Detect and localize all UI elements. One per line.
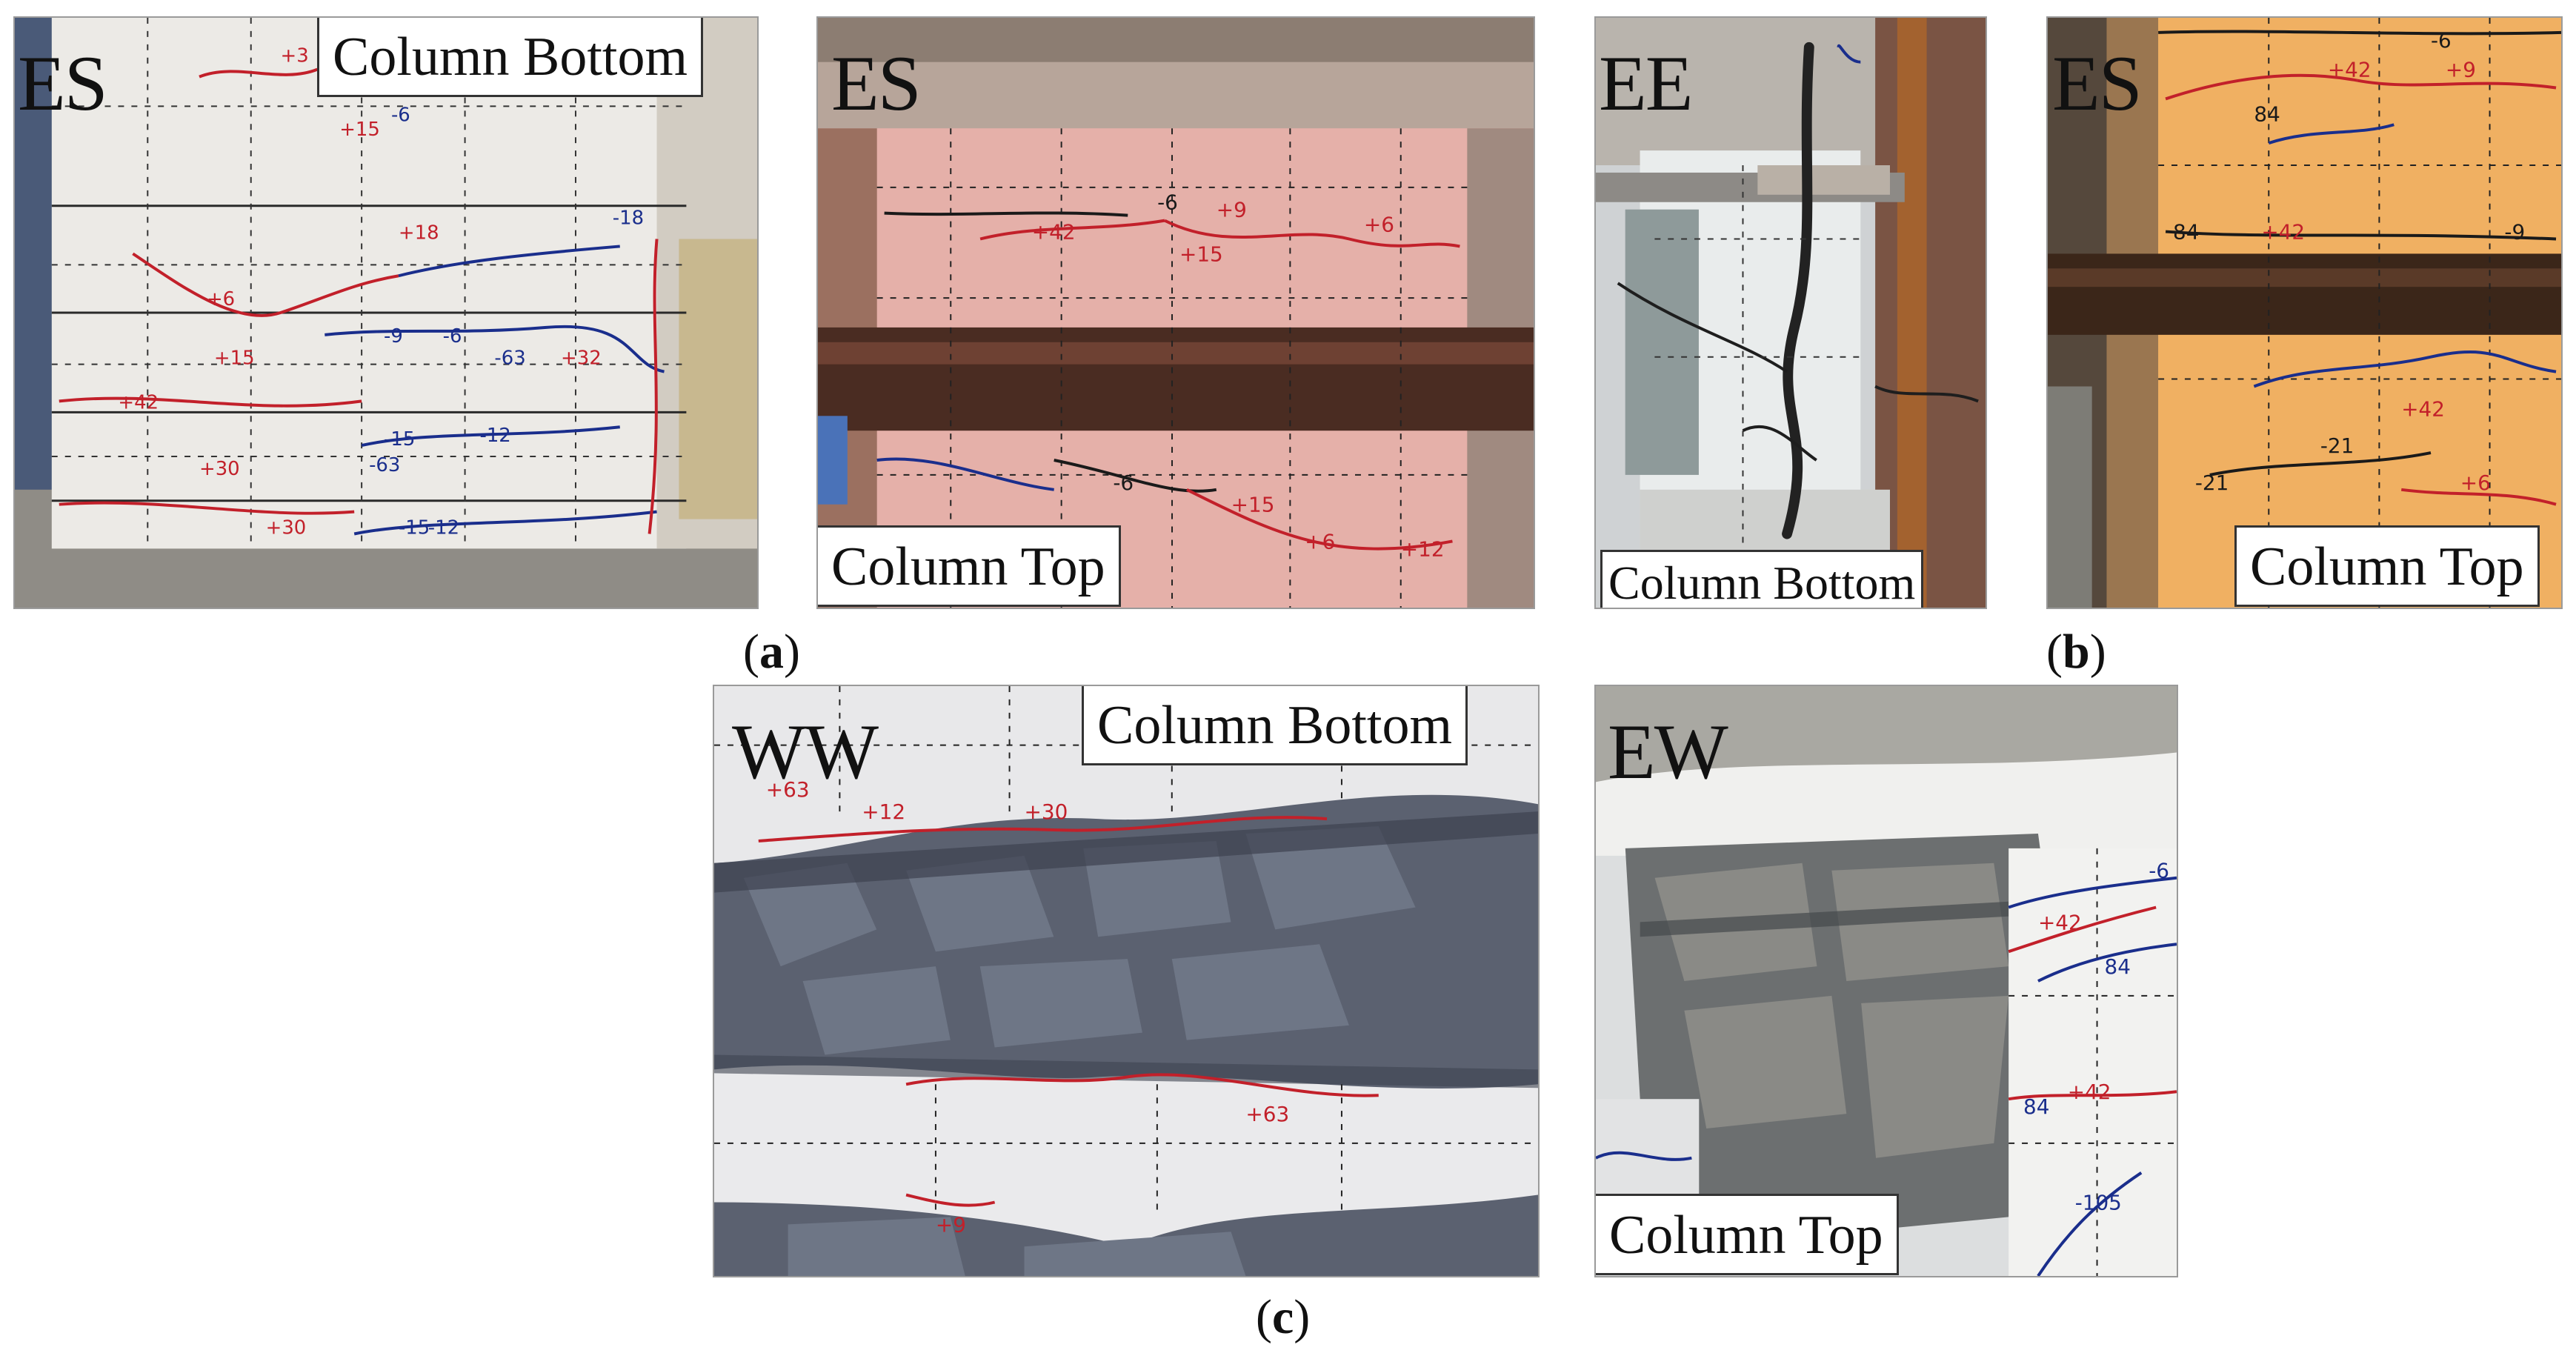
svg-text:+6: +6	[1305, 529, 1335, 554]
svg-text:+63: +63	[766, 777, 810, 802]
caption-c: (c)	[1256, 1290, 1311, 1344]
caption-b: (b)	[2046, 625, 2106, 679]
svg-text:-18: -18	[613, 207, 644, 230]
photo-panel-b-top: +42 +9 +42 +42 +6 -6 84 84 -9 -21 -21 ES Colu…	[2046, 16, 2563, 609]
svg-text:84: 84	[2173, 219, 2199, 244]
face-tag: ES	[2052, 40, 2143, 127]
svg-text:+6: +6	[2460, 471, 2491, 495]
svg-text:+15: +15	[214, 348, 255, 370]
column-bottom-photo	[1596, 18, 1986, 608]
svg-text:+63: +63	[1245, 1102, 1289, 1126]
svg-text:-12: -12	[428, 517, 459, 539]
svg-text:+6: +6	[207, 288, 235, 310]
svg-text:+42: +42	[2038, 910, 2082, 934]
photo-panel-a-top: +42 +9 +6 +15 +15 +6 +12 -6 -6 ES Column Top	[816, 16, 1535, 609]
svg-text:-6: -6	[1157, 190, 1178, 215]
svg-text:-15: -15	[384, 428, 415, 451]
svg-text:84: 84	[2104, 954, 2130, 979]
svg-text:+42: +42	[2068, 1080, 2111, 1104]
svg-text:+42: +42	[2328, 58, 2372, 82]
face-tag: EW	[1608, 708, 1728, 795]
location-label: Column Bottom	[317, 18, 704, 97]
svg-text:-21: -21	[2320, 433, 2354, 458]
svg-text:+15: +15	[1231, 493, 1275, 517]
face-tag: EE	[1599, 40, 1693, 127]
svg-text:-63: -63	[369, 454, 400, 476]
location-label: Column Top	[2234, 525, 2540, 607]
svg-text:-21: -21	[2195, 471, 2229, 495]
svg-text:-9: -9	[2504, 219, 2525, 244]
location-label: Column Bottom	[1600, 550, 1924, 608]
photo-panel-b-bottom: EE Column Bottom	[1594, 16, 1987, 609]
photo-panel-c-top: +42 +42 -6 84 84 -105 EW Column Top	[1594, 685, 2178, 1277]
svg-text:+3: +3	[281, 45, 309, 67]
svg-text:-6: -6	[391, 104, 410, 126]
photo-panel-a-bottom: +3 +15 +18 +6 +15 +42 +30 +30 +32 -6 -18 -9 -6…	[13, 16, 759, 609]
svg-text:+12: +12	[1401, 536, 1445, 561]
svg-text:+18: +18	[399, 222, 439, 245]
svg-text:+30: +30	[1024, 800, 1068, 824]
svg-text:+30: +30	[266, 517, 307, 539]
caption-a: (a)	[743, 625, 800, 679]
svg-text:-105: -105	[2075, 1190, 2122, 1214]
svg-text:+9: +9	[936, 1212, 966, 1237]
column-bottom-photo: +3 +15 +18 +6 +15 +42 +30 +30 +32 -6 -18 -9 -6…	[15, 18, 757, 608]
photo-panel-c-bottom: +63 +12 +30 +63 +9 WW Column Bottom	[713, 685, 1540, 1277]
svg-text:-6: -6	[443, 325, 462, 348]
svg-text:-9: -9	[384, 325, 403, 348]
svg-text:+42: +42	[1032, 220, 1076, 245]
face-tag: WW	[732, 708, 879, 795]
svg-text:-6: -6	[1113, 471, 1134, 495]
svg-text:+15: +15	[1179, 242, 1223, 266]
svg-text:+6: +6	[1364, 213, 1394, 237]
svg-text:+9: +9	[1217, 198, 1247, 222]
face-tag: ES	[18, 40, 108, 127]
svg-text:+42: +42	[118, 391, 159, 413]
svg-text:-63: -63	[494, 348, 525, 370]
svg-text:+12: +12	[862, 800, 905, 824]
crushed-column-photo: +63 +12 +30 +63 +9	[714, 686, 1538, 1276]
svg-text:+30: +30	[199, 458, 240, 480]
location-label: Column Top	[818, 525, 1121, 607]
svg-text:-6: -6	[2431, 28, 2452, 53]
svg-text:-6: -6	[2149, 859, 2169, 883]
svg-text:-12: -12	[479, 425, 510, 447]
svg-text:+42: +42	[2401, 396, 2445, 421]
face-tag: ES	[831, 40, 922, 127]
svg-text:+15: +15	[339, 119, 380, 141]
location-label: Column Top	[1596, 1194, 1899, 1275]
column-top-photo: +42 +9 +42 +42 +6 -6 84 84 -9 -21 -21	[2048, 18, 2561, 608]
crushed-column-photo: +42 +42 -6 84 84 -105	[1596, 686, 2177, 1276]
svg-text:+42: +42	[2261, 219, 2305, 244]
svg-text:+32: +32	[561, 348, 602, 370]
svg-text:+9: +9	[2446, 58, 2476, 82]
svg-text:-15: -15	[399, 517, 430, 539]
svg-text:84: 84	[2023, 1094, 2049, 1119]
svg-text:84: 84	[2254, 102, 2280, 126]
column-top-photo: +42 +9 +6 +15 +15 +6 +12 -6 -6	[818, 18, 1534, 608]
location-label: Column Bottom	[1082, 686, 1468, 765]
